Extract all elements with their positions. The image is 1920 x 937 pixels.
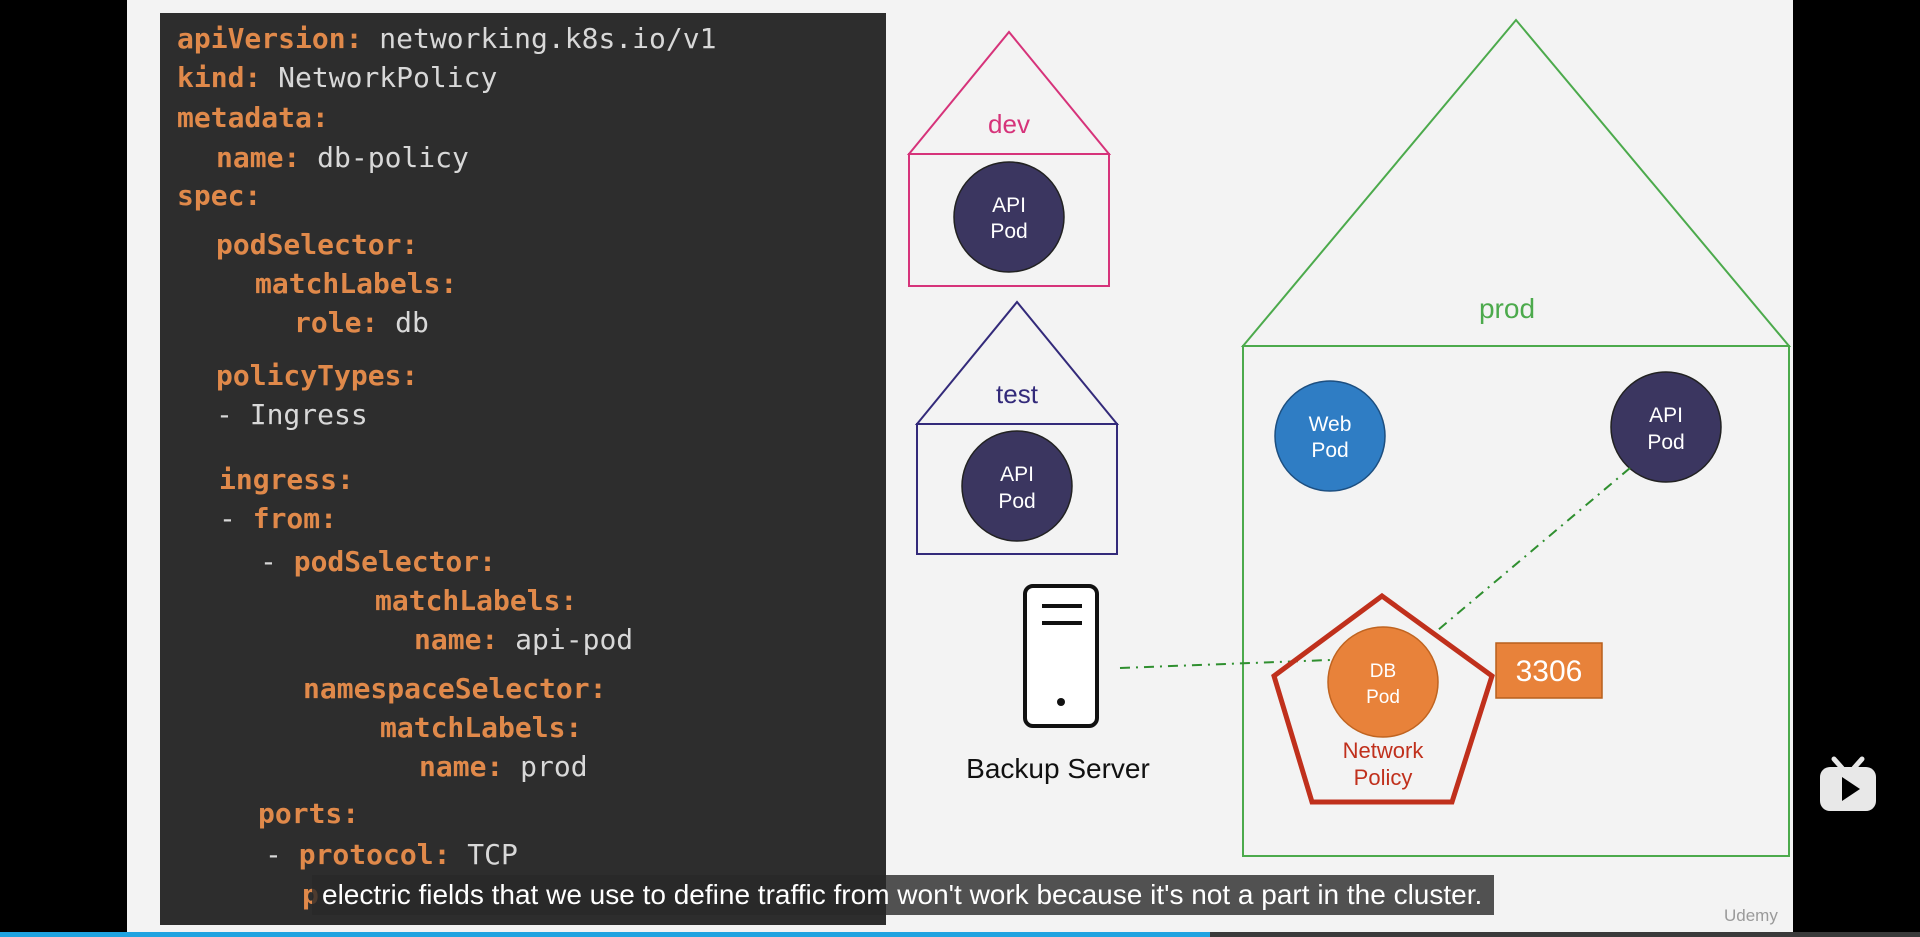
dev-namespace	[906, 30, 1112, 287]
port-badge-text: 3306	[1516, 655, 1583, 688]
code-line-ports: ports:	[258, 797, 360, 830]
prod-api-pod-line2: Pod	[1647, 431, 1684, 454]
api-to-db-connection	[1437, 467, 1631, 631]
db-pod: DB Pod	[1327, 626, 1439, 738]
code-line-apiversion: apiVersion: networking.k8s.io/v1	[177, 22, 717, 55]
prod-api-pod-line1: API	[1649, 404, 1683, 427]
code-line-matchlabels-3: matchLabels:	[380, 711, 583, 744]
code-line-ingress: ingress:	[219, 463, 354, 496]
dev-api-pod-line1: API	[992, 194, 1026, 217]
code-line-name-2: name: api-pod	[414, 623, 634, 656]
code-line-name: name: db-policy	[216, 141, 469, 174]
test-namespace	[914, 300, 1120, 555]
udemy-watermark: Udemy	[1724, 906, 1778, 925]
code-line-podselector-2: - podSelector:	[260, 545, 497, 578]
db-pod-line1: DB	[1370, 661, 1396, 682]
web-pod: Web Pod	[1274, 380, 1386, 492]
prod-api-pod: API Pod	[1610, 371, 1722, 483]
code-line-metadata: metadata:	[177, 101, 329, 134]
subtitle-caption: electric fields that we use to define tr…	[312, 875, 1495, 915]
test-api-pod: API Pod	[961, 430, 1073, 542]
code-line-from: - from:	[219, 502, 338, 535]
code-line-namespaceselector: namespaceSelector:	[303, 672, 607, 705]
port-badge: 3306	[1495, 642, 1603, 699]
backup-server-label: Backup Server	[966, 753, 1150, 784]
backup-to-db-connection	[1119, 659, 1331, 669]
web-pod-line1: Web	[1309, 413, 1352, 436]
code-line-name-3: name: prod	[419, 750, 588, 783]
code-line-kind: kind: NetworkPolicy	[177, 61, 498, 94]
web-pod-line2: Pod	[1311, 439, 1348, 462]
network-policy-pentagon	[1271, 592, 1495, 805]
test-api-pod-line2: Pod	[998, 490, 1035, 513]
dev-api-pod: API Pod	[953, 161, 1065, 273]
server-icon	[1023, 584, 1099, 728]
prod-namespace	[1240, 18, 1792, 857]
code-line-protocol: - protocol: TCP	[265, 838, 518, 871]
dev-api-pod-line2: Pod	[990, 220, 1027, 243]
bilibili-tv-icon[interactable]	[1818, 755, 1878, 813]
code-panel	[160, 13, 886, 925]
video-progress-bar[interactable]	[0, 932, 1920, 937]
video-progress-fill	[0, 932, 1210, 937]
code-line-matchlabels: matchLabels:	[255, 267, 458, 300]
test-api-pod-line1: API	[1000, 463, 1034, 486]
network-policy-label-line2: Policy	[1354, 765, 1413, 790]
test-label: test	[996, 379, 1039, 409]
code-line-podselector: podSelector:	[216, 228, 419, 261]
code-line-spec: spec:	[177, 179, 262, 212]
code-line-ingress-type: - Ingress	[216, 398, 368, 431]
dev-label: dev	[988, 109, 1030, 139]
code-line-role: role: db	[294, 306, 429, 339]
code-line-matchlabels-2: matchLabels:	[375, 584, 578, 617]
prod-label: prod	[1479, 293, 1535, 324]
code-line-policytypes: policyTypes:	[216, 359, 419, 392]
db-pod-line2: Pod	[1366, 687, 1400, 708]
network-policy-label-line1: Network	[1343, 738, 1425, 763]
